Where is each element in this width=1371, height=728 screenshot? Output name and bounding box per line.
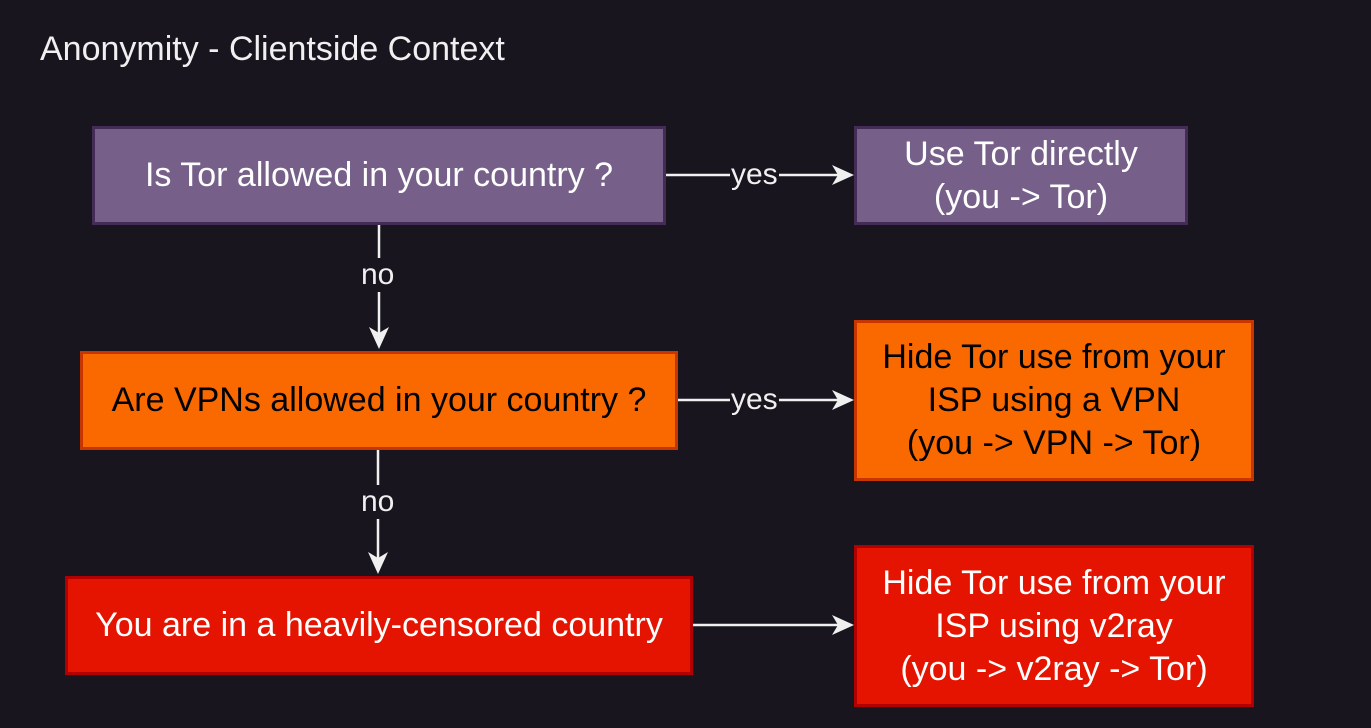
node-vpn-allowed-question: Are VPNs allowed in your country ?: [80, 351, 678, 450]
node-text: (you -> VPN -> Tor): [906, 424, 1202, 462]
node-use-v2ray: Hide Tor use from your ISP using v2ray (…: [854, 545, 1254, 707]
node-text: ISP using a VPN: [927, 381, 1181, 419]
node-heavily-censored: You are in a heavily-censored country: [65, 576, 693, 675]
arrowhead-icon: [832, 165, 854, 185]
node-use-tor-directly: Use Tor directly (you -> Tor): [854, 126, 1188, 225]
edge-label-yes: yes: [730, 158, 779, 192]
node-use-vpn: Hide Tor use from your ISP using a VPN (…: [854, 320, 1254, 481]
node-text: Is Tor allowed in your country ?: [144, 156, 614, 194]
node-text: Hide Tor use from your: [882, 338, 1226, 376]
edge-label-no: no: [360, 485, 396, 519]
node-text: You are in a heavily-censored country: [95, 606, 663, 644]
arrowhead-icon: [369, 327, 389, 349]
arrowhead-icon: [832, 615, 854, 635]
node-tor-allowed-question: Is Tor allowed in your country ?: [92, 126, 666, 225]
arrowhead-icon: [368, 552, 388, 574]
node-text: Use Tor directly: [904, 134, 1138, 173]
node-text: Hide Tor use from your: [882, 563, 1226, 602]
node-text: Are VPNs allowed in your country ?: [111, 381, 647, 419]
node-text: (you -> v2ray -> Tor): [900, 649, 1208, 688]
edge-label-no: no: [360, 258, 396, 292]
edge-label-yes: yes: [730, 383, 779, 417]
arrowhead-icon: [832, 390, 854, 410]
node-text: (you -> Tor): [933, 177, 1109, 216]
node-text: ISP using v2ray: [935, 606, 1173, 645]
diagram-title: Anonymity - Clientside Context: [40, 30, 505, 68]
